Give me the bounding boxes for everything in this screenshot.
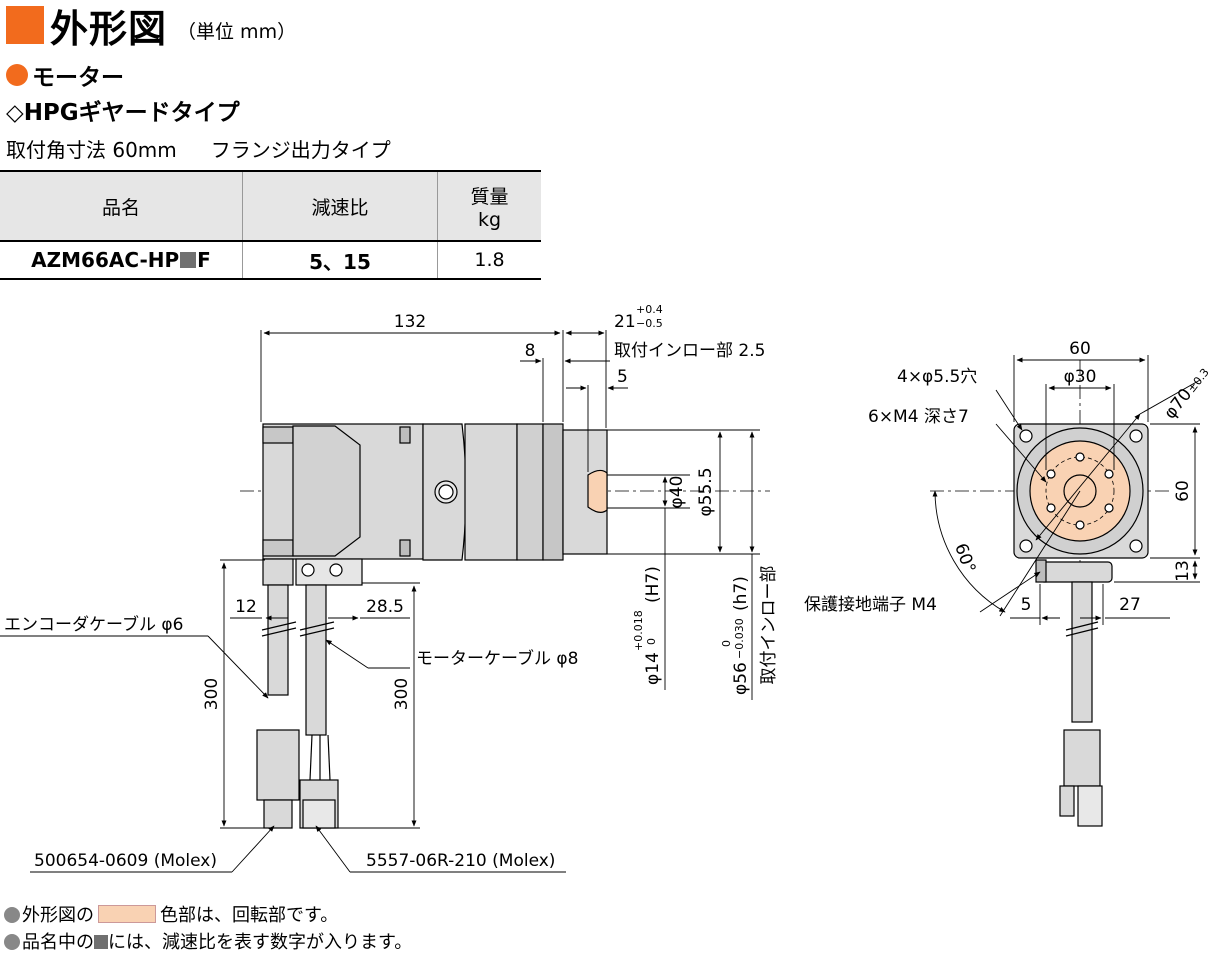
title-text: 外形図 [50,6,168,51]
ratio-placeholder-icon [94,935,108,949]
svg-text:5: 5 [617,367,628,387]
svg-text:−0.030: −0.030 [733,618,746,659]
side-view [240,423,770,586]
cell-mass: 1.8 [437,241,541,280]
svg-text:0: 0 [720,640,733,647]
grey-dot-icon [4,907,20,923]
svg-text:取付インロー部 2.5: 取付インロー部 2.5 [614,341,765,361]
title-square-icon [6,6,44,44]
page-title: 外形図 （単位 mm） [6,2,297,51]
svg-text:12: 12 [235,597,257,617]
svg-text:28.5: 28.5 [366,597,404,617]
svg-text:+0.4: +0.4 [636,303,663,316]
ratio-placeholder-icon [180,252,197,268]
svg-text:φ40: φ40 [667,476,687,509]
svg-text:13: 13 [1173,560,1193,582]
svg-text:φ56: φ56 [731,662,751,695]
side-cables [256,584,339,829]
svg-text:5: 5 [1021,595,1032,615]
rotating-color-swatch [98,905,156,923]
svg-text:(h7): (h7) [731,576,751,611]
svg-text:5557-06R-210 (Molex): 5557-06R-210 (Molex) [366,851,555,871]
svg-text:保護接地端子 M4: 保護接地端子 M4 [804,595,937,615]
svg-text:60: 60 [1173,480,1193,502]
front-view [930,360,1170,827]
svg-text:φ30: φ30 [1064,367,1097,387]
front-dim-labels: 60 φ30 φ70 ±0.3 4×φ5.5穴 6×M4 深さ7 60 13 6… [804,339,1212,615]
svg-text:21: 21 [614,312,636,332]
note-rotating: 外形図の色部は、回転部です。 [4,902,412,929]
gear-type-heading: ◇HPGギヤードタイプ [6,100,240,126]
svg-text:8: 8 [525,341,536,361]
col-model: 品名 [0,170,243,242]
svg-text:φ55.5: φ55.5 [696,467,716,516]
svg-text:±0.3: ±0.3 [1185,366,1212,395]
notes: 外形図の色部は、回転部です。 品名中のには、減速比を表す数字が入ります。 [4,902,412,956]
motor-heading: モーター [6,58,124,92]
svg-text:500654-0609 (Molex): 500654-0609 (Molex) [34,851,217,871]
svg-text:300: 300 [392,678,412,710]
orange-dot-icon [6,64,28,86]
svg-text:φ14: φ14 [643,652,663,685]
svg-text:+0.018: +0.018 [632,610,645,651]
svg-text:(H7): (H7) [643,566,663,603]
svg-text:取付インロー部: 取付インロー部 [759,566,779,685]
svg-text:60: 60 [1069,339,1091,359]
col-ratio: 減速比 [242,170,438,242]
title-unit: （単位 mm） [177,20,297,43]
svg-text:300: 300 [202,678,222,710]
front-dimensions [932,355,1201,625]
grey-dot-icon [4,934,20,950]
cell-ratio: 5、15 [242,241,438,280]
side-dim-labels: 132 21 +0.4 −0.5 8 取付インロー部 2.5 5 φ40 φ55… [4,303,779,871]
svg-text:モーターケーブル φ8: モーターケーブル φ8 [416,648,578,669]
note-ratio: 品名中のには、減速比を表す数字が入ります。 [4,929,412,956]
svg-text:6×M4 深さ7: 6×M4 深さ7 [868,407,969,427]
svg-text:0: 0 [645,638,658,645]
svg-text:エンコーダケーブル φ6: エンコーダケーブル φ6 [4,614,183,635]
svg-text:27: 27 [1119,595,1141,615]
svg-text:132: 132 [394,312,426,332]
svg-text:−0.5: −0.5 [636,317,663,330]
svg-text:4×φ5.5穴: 4×φ5.5穴 [897,367,977,387]
svg-text:60°: 60° [950,541,979,576]
side-dimensions [0,330,760,873]
